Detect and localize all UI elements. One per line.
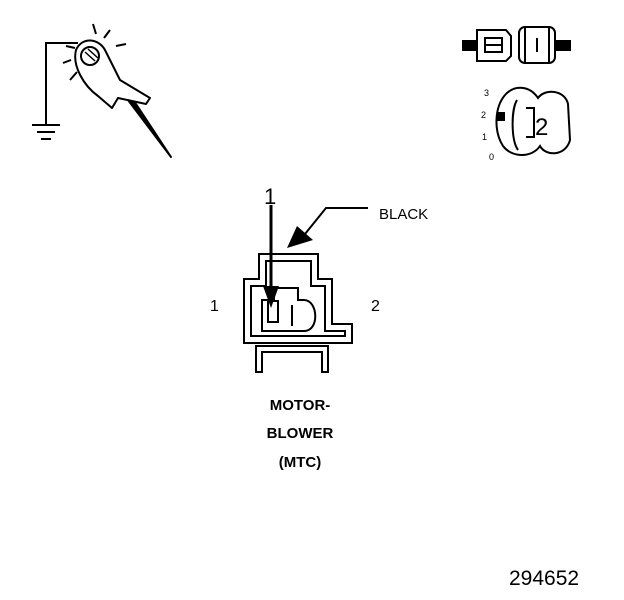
ground-symbol-icon	[32, 42, 78, 140]
connector-title-line-3: (MTC)	[278, 454, 322, 471]
wire-color-label: BLACK	[379, 206, 429, 223]
pin-1-indicator-arrow	[263, 205, 279, 308]
pin-left-label: 1	[210, 298, 219, 315]
connector-title-line-1: MOTOR-	[269, 397, 331, 414]
wire-color-leader-arrow	[287, 207, 368, 248]
probe-pin-label: 1	[264, 184, 277, 209]
pin-scale-3: 3	[484, 88, 490, 98]
test-light-probe-icon	[62, 23, 172, 158]
pin-right-label: 2	[371, 298, 380, 315]
connector-title-line-2: BLOWER	[266, 425, 334, 442]
figure-id: 294652	[509, 567, 580, 590]
side-view-badge-number: 2	[535, 114, 549, 141]
connector-side-view-icon	[495, 86, 572, 156]
pin-scale-2: 2	[481, 110, 487, 120]
pin-scale-1: 1	[482, 132, 488, 142]
connector-front-view-icon	[462, 26, 571, 64]
connector-housing	[243, 253, 353, 373]
pin-scale-0: 0	[489, 152, 495, 162]
